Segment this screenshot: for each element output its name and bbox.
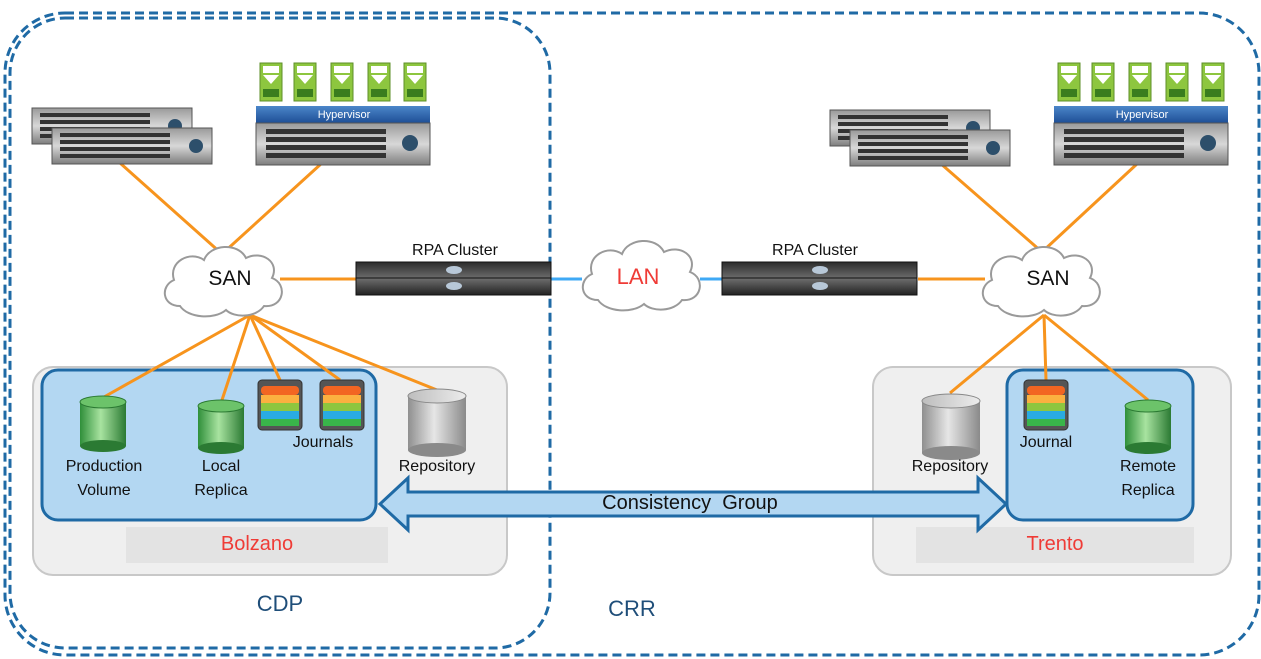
left-hypervisor-host xyxy=(255,62,431,166)
left-san-label: SAN xyxy=(208,267,252,290)
local-replica-label: Local Replica xyxy=(194,458,248,499)
journal-label: Journal xyxy=(1019,434,1073,451)
right-physical-servers xyxy=(829,109,1011,167)
san-links xyxy=(103,161,1149,402)
right-repository-icon xyxy=(921,393,981,460)
left-hypervisor-label: Hypervisor xyxy=(317,109,371,121)
remote-replica-label: Remote Replica xyxy=(1119,458,1177,499)
right-journal-icon xyxy=(1023,379,1069,431)
left-repository-label: Repository xyxy=(398,458,476,475)
trento-label: Trento xyxy=(1026,533,1084,555)
journal-icon-1 xyxy=(257,379,303,431)
trento-label-band xyxy=(916,527,1194,563)
production-volume-icon xyxy=(79,395,127,452)
production-volume-label: Production Volume xyxy=(65,458,143,499)
lan-label: LAN xyxy=(616,264,660,289)
crr-label: CRR xyxy=(608,596,656,621)
local-replica-icon xyxy=(197,399,245,454)
bolzano-label: Bolzano xyxy=(220,533,294,555)
crr-boundary xyxy=(3,11,1261,657)
cdp-label: CDP xyxy=(256,591,304,616)
left-repository-icon xyxy=(407,388,467,457)
right-hypervisor-host xyxy=(1053,62,1229,166)
cdp-boundary xyxy=(8,16,552,650)
bolzano-label-band xyxy=(126,527,388,563)
left-rpa-label: RPA Cluster xyxy=(412,242,498,259)
right-san-label: SAN xyxy=(1026,267,1070,290)
journals-label: Journals xyxy=(292,434,354,451)
right-hypervisor-label: Hypervisor xyxy=(1115,109,1169,121)
left-rpa-appliance xyxy=(355,261,552,296)
left-physical-servers xyxy=(31,107,213,165)
consistency-group-label: Consistency Group xyxy=(602,492,778,514)
right-rpa-appliance xyxy=(721,261,918,296)
right-rpa-label: RPA Cluster xyxy=(772,242,858,259)
right-repository-label: Repository xyxy=(911,458,989,475)
journal-icon-2 xyxy=(319,379,365,431)
remote-replica-icon xyxy=(1124,399,1172,454)
consistency-group-arrow xyxy=(377,474,1009,534)
